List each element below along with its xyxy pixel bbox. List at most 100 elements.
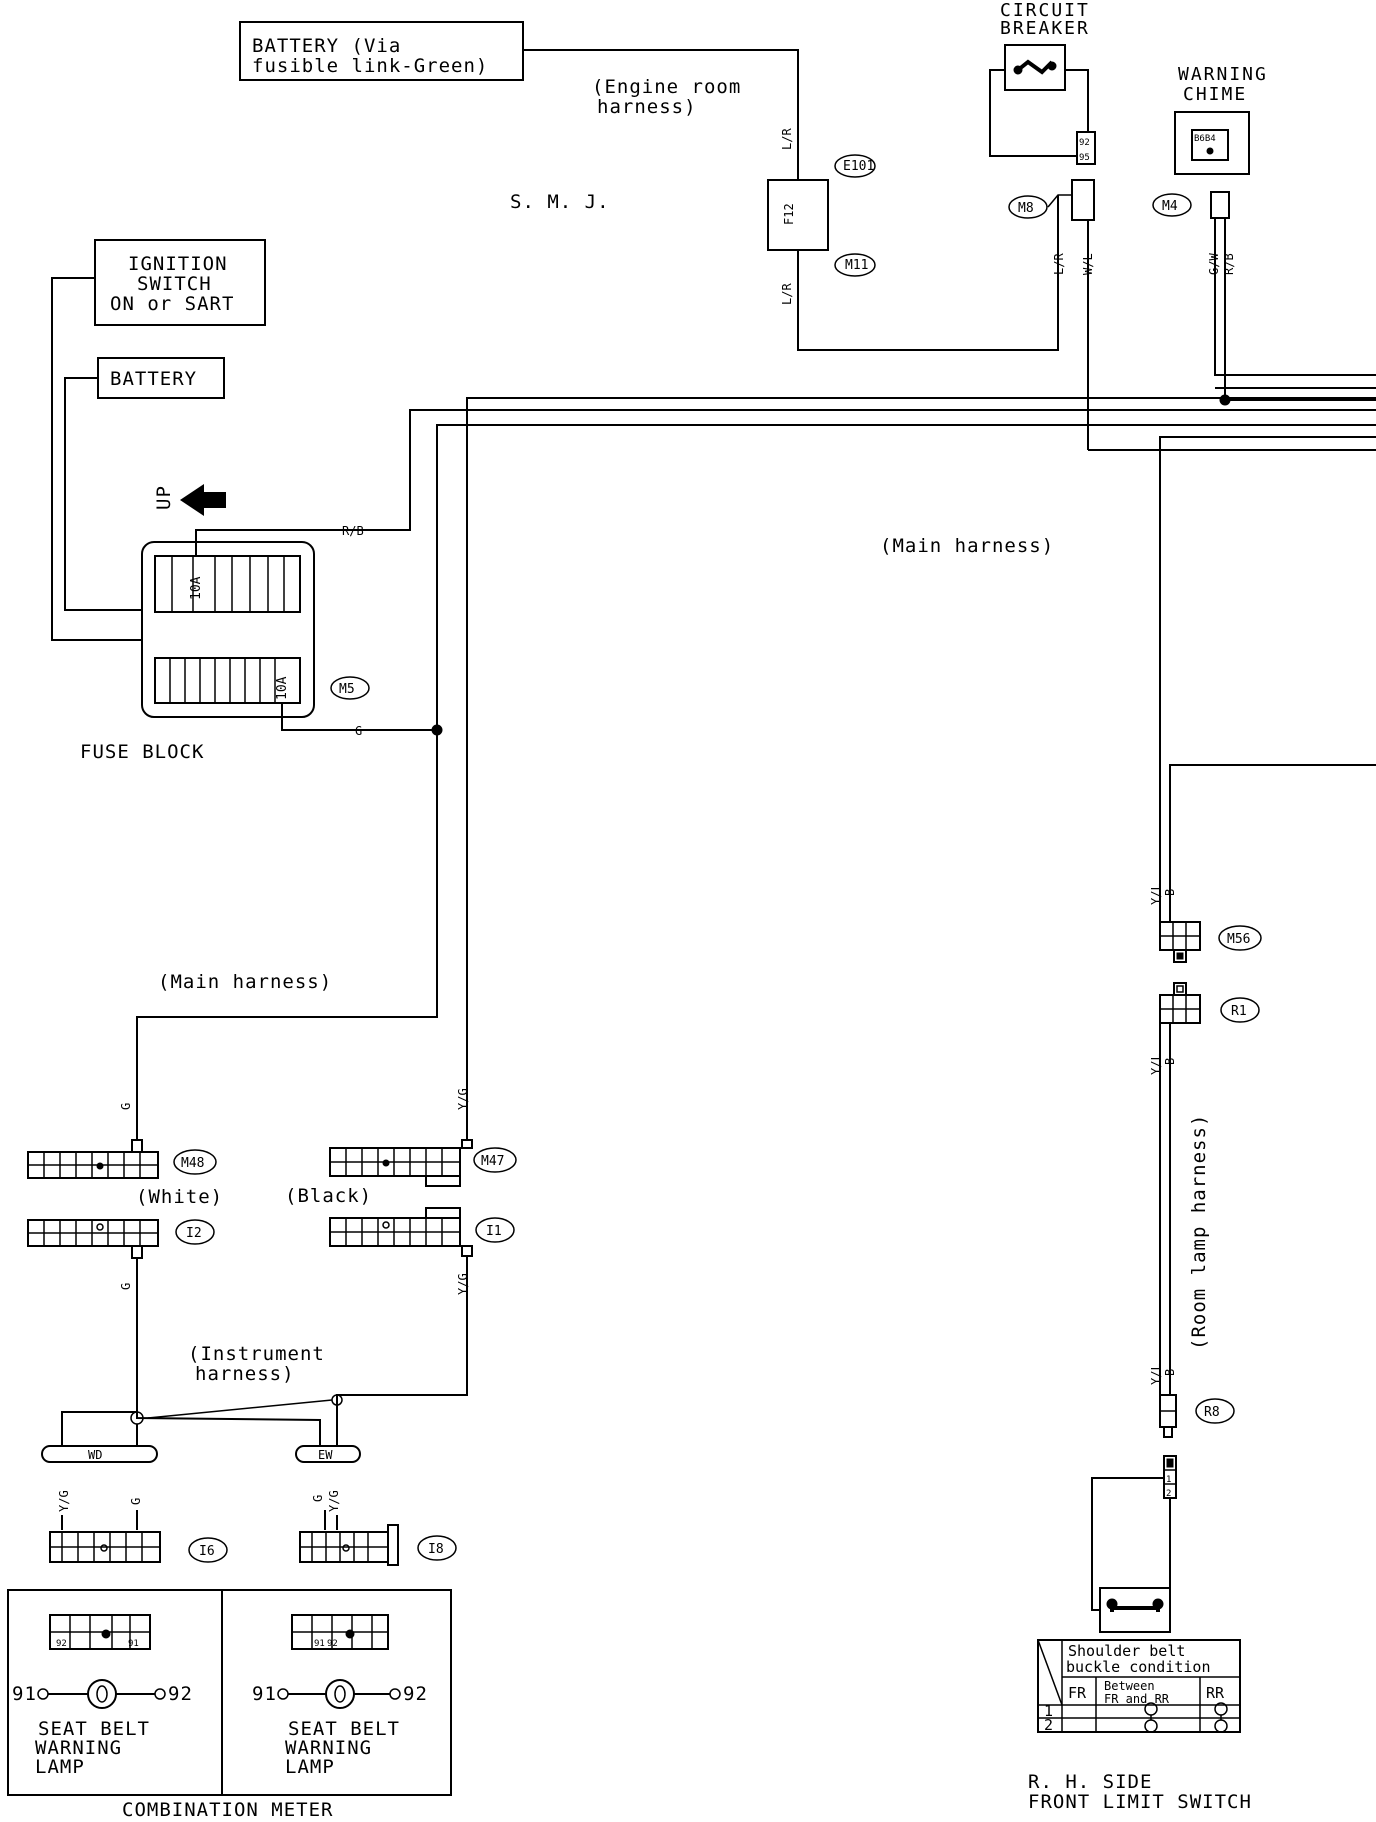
smj-connector-f12: F12: [767, 179, 829, 251]
svg-text:91: 91: [252, 1683, 277, 1705]
main-harness-label-top: (Main harness): [880, 535, 1054, 557]
svg-text:92: 92: [168, 1683, 193, 1705]
svg-text:fusible link-Green): fusible link-Green): [252, 55, 488, 77]
svg-text:G: G: [311, 1495, 325, 1502]
svg-text:BATTERY (Via: BATTERY (Via: [252, 35, 401, 57]
connector-i2-shape: [27, 1219, 159, 1259]
wire-label-lr: L/R: [780, 128, 794, 150]
connector-m11: M11: [845, 258, 868, 273]
connector-i6-shape: [49, 1531, 161, 1563]
connector-i1: I1: [486, 1224, 502, 1239]
svg-text:L/R: L/R: [780, 283, 794, 305]
connector-m47: M47: [481, 1154, 504, 1169]
svg-text:92: 92: [327, 1639, 338, 1649]
instrument-harness-label: (Instrument: [188, 1343, 325, 1365]
svg-text:LAMP: LAMP: [285, 1756, 335, 1778]
smj-label: S. M. J.: [510, 191, 610, 213]
svg-text:FR and RR: FR and RR: [1104, 1692, 1170, 1706]
svg-text:91: 91: [314, 1639, 325, 1649]
battery-box: BATTERY: [97, 357, 225, 399]
svg-text:B: B: [1163, 889, 1177, 896]
svg-text:ON or SART: ON or SART: [110, 293, 234, 315]
svg-text:Y/G: Y/G: [57, 1490, 71, 1512]
connector-i2: I2: [186, 1226, 202, 1241]
joint-connector-ew: EW: [295, 1445, 361, 1463]
svg-text:IGNITION: IGNITION: [128, 253, 228, 275]
battery-fusible-link-box: BATTERY (Via fusible link-Green): [239, 21, 524, 81]
svg-text:buckle condition: buckle condition: [1066, 1658, 1211, 1676]
connector-m56: M56: [1227, 932, 1250, 947]
svg-text:92: 92: [56, 1639, 67, 1649]
svg-text:LAMP: LAMP: [35, 1756, 85, 1778]
fuse-block: 10A 10A: [141, 541, 315, 718]
svg-text:Y/G: Y/G: [327, 1490, 341, 1512]
svg-text:Shoulder belt: Shoulder belt: [1068, 1642, 1185, 1660]
connector-m48-shape: [27, 1139, 159, 1179]
connector-e101: E101: [843, 159, 874, 174]
connector-r1: R1: [1231, 1004, 1247, 1019]
joint-connector-wd: WD: [41, 1445, 158, 1463]
svg-text:95: 95: [1079, 153, 1090, 163]
connector-m4: M4: [1162, 199, 1178, 214]
black-label: (Black): [285, 1185, 372, 1207]
svg-text:Y/G: Y/G: [456, 1273, 470, 1295]
connector-i8-shape: [299, 1524, 399, 1566]
svg-text:WARNING: WARNING: [35, 1737, 122, 1759]
connector-m8-shape: [1071, 179, 1095, 221]
seat-belt-warning-lamp-left: 91 92 SEAT BELT WARNING LAMP: [12, 1679, 193, 1778]
svg-text:G: G: [355, 724, 362, 738]
svg-text:1: 1: [1166, 1475, 1171, 1485]
svg-text:Y/L: Y/L: [1149, 883, 1163, 905]
circuit-breaker-label: CIRCUIT: [1000, 0, 1090, 21]
front-limit-switch-label: FRONT LIMIT SWITCH: [1028, 1791, 1252, 1813]
up-arrow-icon: [180, 484, 226, 516]
svg-text:EW: EW: [318, 1448, 333, 1462]
svg-text:L/R: L/R: [1052, 253, 1066, 275]
up-label: UP: [153, 485, 175, 510]
white-label: (White): [136, 1186, 223, 1208]
front-limit-switch: [1099, 1587, 1171, 1633]
warning-chime: B6B4: [1174, 111, 1250, 175]
connector-m56-shape: [1159, 921, 1201, 963]
svg-text:91: 91: [12, 1683, 37, 1705]
svg-text:92: 92: [403, 1683, 428, 1705]
svg-text:RR: RR: [1206, 1684, 1225, 1702]
svg-text:G: G: [129, 1498, 143, 1505]
svg-text:G: G: [119, 1283, 133, 1290]
combination-meter: 92 91 91 92: [7, 1589, 452, 1796]
circuit-breaker: 92 95: [989, 44, 1096, 165]
svg-text:2: 2: [1166, 1489, 1171, 1499]
svg-text:BATTERY: BATTERY: [110, 368, 197, 390]
svg-text:SEAT BELT: SEAT BELT: [38, 1718, 150, 1740]
svg-text:SWITCH: SWITCH: [137, 273, 212, 295]
room-lamp-harness-label: (Room lamp harness): [1188, 1114, 1210, 1350]
svg-text:FR: FR: [1068, 1684, 1087, 1702]
svg-text:B: B: [1163, 1058, 1177, 1065]
connector-m47-shape: [329, 1139, 473, 1187]
svg-text:WARNING: WARNING: [285, 1737, 372, 1759]
main-harness-label-mid: (Main harness): [158, 971, 332, 993]
svg-text:BREAKER: BREAKER: [1000, 18, 1090, 39]
rh-side-label: R. H. SIDE: [1028, 1771, 1152, 1793]
connector-i6: I6: [199, 1544, 215, 1559]
svg-text:Y/L: Y/L: [1149, 1363, 1163, 1385]
ignition-switch-box: IGNITION SWITCH ON or SART: [94, 239, 266, 326]
svg-text:B: B: [1163, 1369, 1177, 1376]
engine-room-harness-label: (Engine room: [592, 76, 741, 98]
svg-text:Between: Between: [1104, 1679, 1155, 1693]
limit-switch-connector: 1 2: [1163, 1455, 1177, 1499]
svg-text:harness): harness): [597, 96, 697, 118]
svg-text:G: G: [119, 1103, 133, 1110]
svg-text:CHIME: CHIME: [1183, 84, 1247, 105]
svg-text:F12: F12: [782, 203, 796, 225]
connector-m48: M48: [181, 1156, 204, 1171]
svg-text:10A: 10A: [275, 676, 290, 700]
svg-text:10A: 10A: [189, 576, 204, 600]
svg-text:R/B: R/B: [342, 524, 364, 538]
svg-text:SEAT BELT: SEAT BELT: [288, 1718, 400, 1740]
connector-r1-shape: [1159, 982, 1201, 1024]
svg-text:91: 91: [128, 1639, 139, 1649]
warning-chime-label: WARNING: [1178, 64, 1268, 85]
